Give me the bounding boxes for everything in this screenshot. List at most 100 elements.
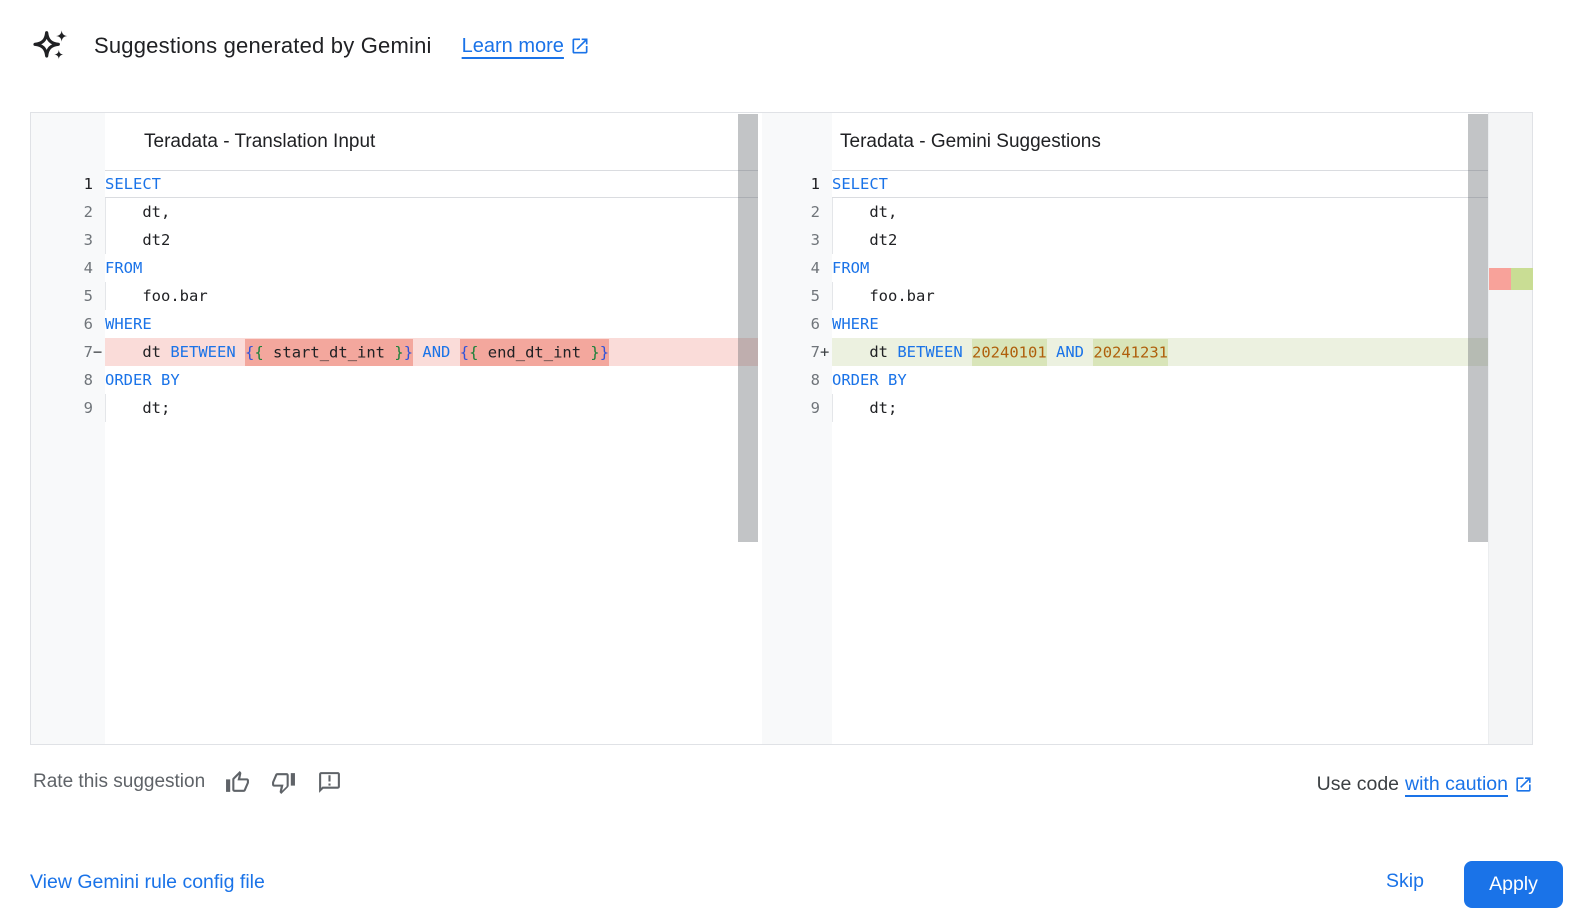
code-token: WHERE [105, 315, 152, 333]
code-text: WHERE [832, 310, 1488, 338]
line-number-gutter [31, 113, 105, 744]
code-token: foo.bar [832, 287, 935, 305]
code-text: dt2 [832, 226, 1488, 254]
code-token: dt2 [832, 231, 898, 249]
code-token [236, 343, 245, 361]
code-token: FROM [105, 259, 143, 277]
code-token: ORDER BY [105, 371, 180, 389]
code-text: dt, [105, 198, 758, 226]
code-line-4[interactable]: 4 FROM [31, 254, 758, 282]
line-number: 4 [83, 259, 93, 277]
code-token: { [459, 338, 470, 366]
code-text: ORDER BY [832, 366, 1488, 394]
page-title: Suggestions generated by Gemini [94, 33, 432, 58]
external-link-icon [1516, 777, 1531, 792]
diff-sign [820, 198, 832, 226]
skip-button[interactable]: Skip [1374, 862, 1436, 901]
code-text: dt BETWEEN 20240101 AND 20241231 [832, 338, 1488, 366]
learn-more-link[interactable]: Learn more [462, 35, 590, 58]
thumb-up-button[interactable] [225, 769, 251, 795]
thumb-down-icon [272, 772, 296, 794]
diff-sign [820, 310, 832, 338]
with-caution-link[interactable]: with caution [1405, 773, 1508, 795]
code-token: foo.bar [105, 287, 208, 305]
code-line-8[interactable]: 8 ORDER BY [762, 366, 1488, 394]
code-token: dt; [832, 399, 898, 417]
code-text: FROM [832, 254, 1488, 282]
line-number: 8 [810, 371, 820, 389]
code-token: AND [422, 343, 451, 361]
line-number: 9 [83, 399, 93, 417]
code-token: dt, [105, 203, 171, 221]
code-line-9[interactable]: 9 dt; [31, 394, 758, 422]
code-token: BETWEEN [897, 343, 963, 361]
code-text: foo.bar [105, 282, 758, 310]
code-text: SELECT [105, 170, 758, 198]
diff-sign [93, 198, 105, 226]
code-line-7[interactable]: 7− dt BETWEEN {{ start_dt_int }} AND {{ … [31, 338, 758, 366]
line-number: 7 [810, 343, 820, 361]
code-token [888, 343, 897, 361]
code-token: dt, [832, 203, 898, 221]
code-token: dt [142, 343, 161, 361]
code-token: 20240101 [972, 338, 1047, 366]
code-token: } [394, 338, 404, 366]
code-line-7[interactable]: 7+ dt BETWEEN 20240101 AND 20241231 [762, 338, 1488, 366]
code-line-2[interactable]: 2 dt, [31, 198, 758, 226]
feedback-button[interactable] [317, 769, 343, 795]
thumb-down-button[interactable] [271, 769, 297, 795]
code-line-9[interactable]: 9 dt; [762, 394, 1488, 422]
diff-overview-ruler[interactable] [1488, 113, 1533, 744]
rate-label: Rate this suggestion [33, 771, 206, 792]
apply-button[interactable]: Apply [1464, 861, 1563, 908]
line-number: 2 [810, 203, 820, 221]
code-token [832, 343, 869, 361]
code-line-6[interactable]: 6 WHERE [762, 310, 1488, 338]
line-number: 3 [810, 231, 820, 249]
code-line-8[interactable]: 8 ORDER BY [31, 366, 758, 394]
line-number-gutter [762, 113, 832, 744]
diff-sign [820, 170, 832, 198]
line-number: 8 [83, 371, 93, 389]
code-token: 20241231 [1093, 338, 1169, 366]
panel-title: Teradata - Translation Input [144, 130, 376, 152]
code-text: dt2 [105, 226, 758, 254]
code-token: { [245, 338, 255, 366]
use-code-label: Use code [1316, 773, 1400, 795]
code-line-5[interactable]: 5 foo.bar [762, 282, 1488, 310]
code-token: end_dt_int [478, 338, 591, 366]
scrollbar-thumb[interactable] [738, 114, 758, 542]
code-token [161, 343, 170, 361]
code-line-3[interactable]: 3 dt2 [31, 226, 758, 254]
code-token: dt [869, 343, 888, 361]
scrollbar-thumb[interactable] [1468, 114, 1488, 542]
code-line-5[interactable]: 5 foo.bar [31, 282, 758, 310]
code-text: dt, [832, 198, 1488, 226]
diff-sign [93, 394, 105, 422]
view-config-link[interactable]: View Gemini rule config file [30, 871, 265, 893]
line-number: 1 [83, 175, 93, 193]
code-text: dt; [832, 394, 1488, 422]
code-line-1[interactable]: 1 SELECT [31, 170, 758, 198]
diff-sign: + [820, 343, 830, 361]
code-line-3[interactable]: 3 dt2 [762, 226, 1488, 254]
gemini-sparkle-icon [33, 30, 68, 60]
code-text: ORDER BY [105, 366, 758, 394]
diff-sign [820, 254, 832, 282]
code-text: foo.bar [832, 282, 1488, 310]
code-token: WHERE [832, 315, 879, 333]
diff-sign [820, 282, 832, 310]
line-number: 3 [83, 231, 93, 249]
code-line-2[interactable]: 2 dt, [762, 198, 1488, 226]
code-token [963, 343, 972, 361]
code-text: FROM [105, 254, 758, 282]
line-number: 6 [810, 315, 820, 333]
